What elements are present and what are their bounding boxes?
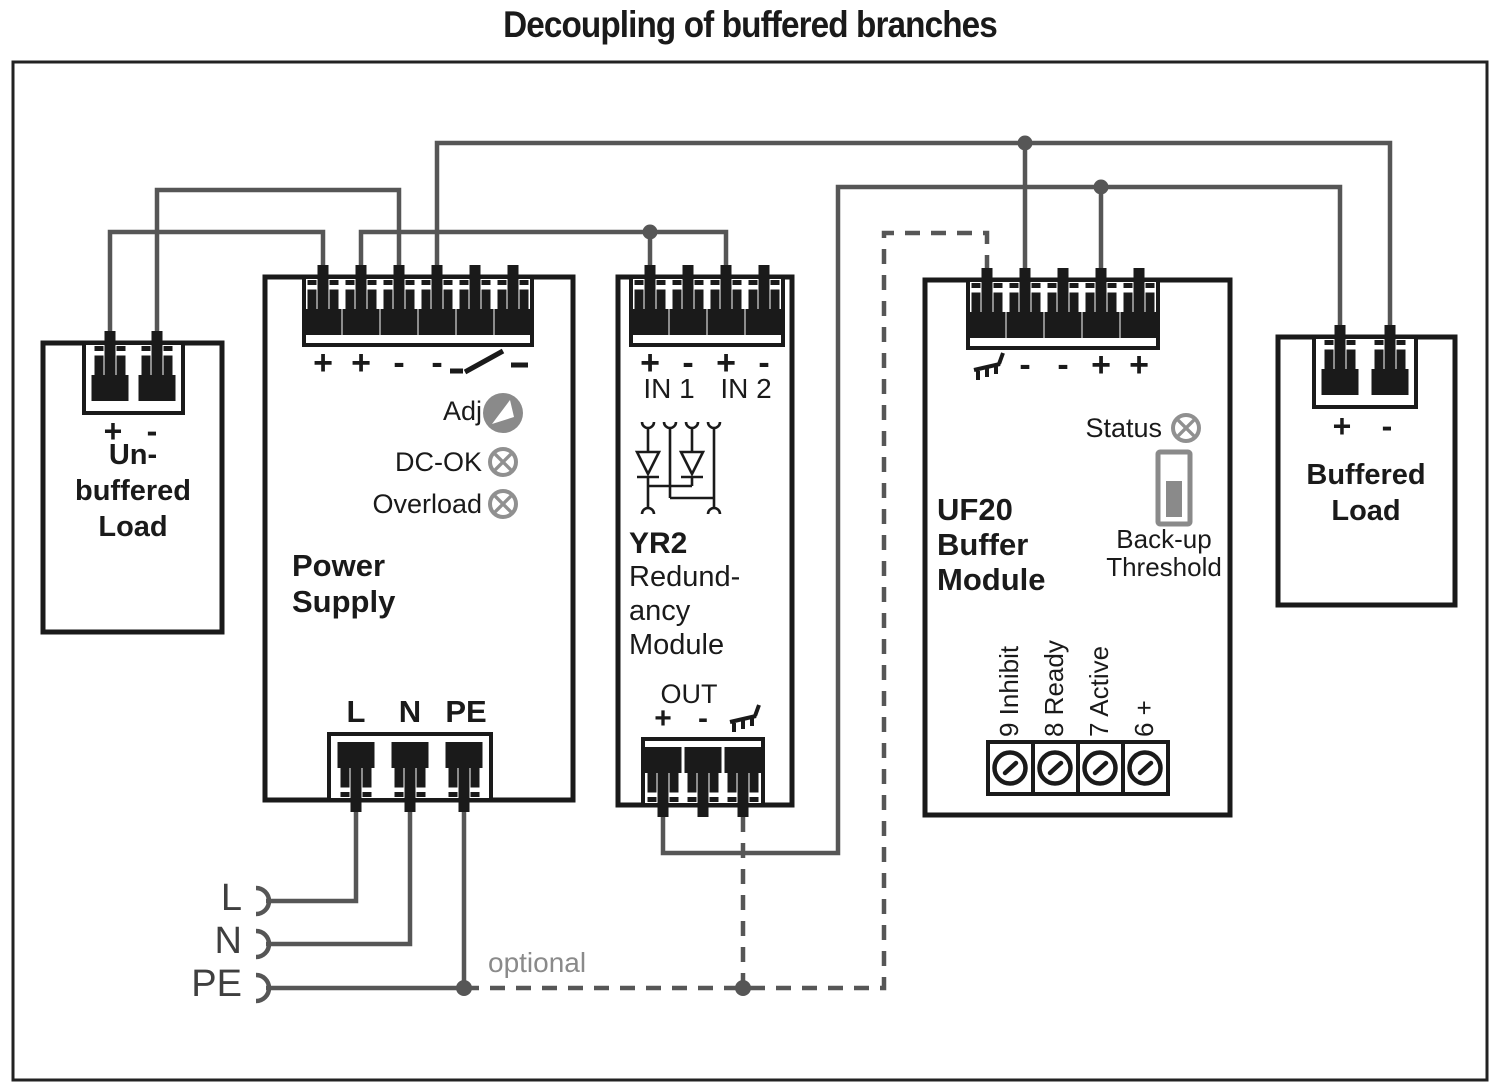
- yr2-out-label: OUT: [660, 679, 718, 709]
- uf20-module-box: [922, 268, 1233, 818]
- screw-terminal-icon[interactable]: [1040, 753, 1071, 784]
- yr2-terminal-label: -: [758, 344, 770, 382]
- uf20-terminal-label: -: [1019, 346, 1031, 384]
- buffered-minus-label: -: [1381, 408, 1393, 444]
- junction-dot: [1017, 135, 1033, 151]
- buffered-load-box: [1275, 325, 1458, 608]
- uf20-pin8-label: 8 Ready: [1039, 640, 1069, 737]
- ps-n-terminal-label: N: [398, 694, 422, 729]
- overload-led-icon: [488, 489, 518, 519]
- uf20-name: Buffer: [937, 527, 1029, 562]
- mains-l-label: L: [220, 877, 242, 919]
- unbuffered-plus-label: +: [103, 413, 123, 449]
- wire-mains-n: [266, 808, 413, 947]
- screw-terminal-icon[interactable]: [995, 753, 1026, 784]
- ps-name: Supply: [292, 584, 396, 619]
- ps-name: Power: [292, 548, 386, 583]
- buffered-load-name: Buffered: [1306, 459, 1426, 491]
- wire-mains-pe: [266, 808, 467, 991]
- wire-minus-rail: [434, 140, 1393, 332]
- unbuffered-load-box: [40, 331, 225, 635]
- wire-ps-to-yr2-inputs: [358, 229, 729, 272]
- uf20-terminal-label: +: [1129, 346, 1149, 384]
- mains-n-label: N: [214, 920, 242, 962]
- junction-dot: [456, 980, 472, 996]
- diode-network-icon: [634, 421, 722, 515]
- buffered-plus-label: +: [1332, 408, 1352, 444]
- adj-label: Adj: [442, 396, 482, 426]
- screw-terminal-icon[interactable]: [1130, 753, 1161, 784]
- ps-l-terminal-label: L: [346, 694, 366, 729]
- wire-unbuffered-plus: [107, 229, 326, 336]
- mains-n-connector-icon: [255, 928, 272, 960]
- wire-plus-rail: [660, 184, 1343, 856]
- unbuffered-load-name: Load: [98, 511, 168, 543]
- mains-pe-label: PE: [191, 963, 242, 1005]
- uf20-pin9-label: 9 Inhibit: [994, 645, 1024, 737]
- buffered-load-name: Load: [1331, 495, 1401, 527]
- yr2-module-box: [615, 265, 795, 817]
- backup-threshold-label: Threshold: [1106, 552, 1222, 582]
- uf20-model: UF20: [937, 492, 1013, 527]
- yr2-in1-label: IN 1: [643, 373, 695, 404]
- uf20-pin7-label: 7 Active: [1084, 645, 1114, 737]
- power-supply-box: [262, 265, 576, 812]
- yr2-model: YR2: [629, 527, 688, 560]
- overload-label: Overload: [372, 489, 482, 519]
- ps-terminal-label: -: [393, 344, 405, 382]
- page-title: Decoupling of buffered branches: [503, 4, 998, 45]
- uf20-terminal-label: +: [1091, 346, 1111, 384]
- unbuffered-load-name: Un-: [108, 439, 158, 471]
- backup-threshold-slider-handle[interactable]: [1166, 481, 1182, 517]
- ps-terminal-label: -: [431, 344, 443, 382]
- uf20-pin6-label: 6 +: [1129, 700, 1159, 737]
- wire-group: [107, 135, 1393, 1004]
- dc-ok-led-icon: [488, 447, 518, 477]
- junction-dot: [642, 224, 658, 240]
- unbuffered-minus-label: -: [146, 413, 158, 449]
- yr2-terminal-label: +: [716, 344, 736, 382]
- status-label: Status: [1085, 413, 1162, 443]
- diagram-border: [11, 60, 1489, 1082]
- adj-knob-pointer-icon: [492, 400, 514, 424]
- yr2-name: Module: [629, 629, 725, 661]
- yr2-out-plus-label: +: [654, 702, 672, 735]
- yr2-in2-label: IN 2: [720, 373, 772, 404]
- uf20-name: Module: [937, 562, 1046, 597]
- dc-ok-label: DC-OK: [395, 447, 482, 477]
- junction-dot: [1093, 179, 1109, 195]
- junction-dot: [735, 980, 751, 996]
- ps-terminal-label: +: [351, 344, 371, 382]
- optional-label: optional: [488, 947, 587, 978]
- yr2-name: ancy: [629, 595, 691, 627]
- mains-pe-connector-icon: [255, 972, 272, 1004]
- relay-contact-icon: [450, 348, 528, 375]
- mains-l-connector-icon: [255, 885, 272, 917]
- unbuffered-load-name: buffered: [75, 475, 191, 507]
- yr2-terminal-label: -: [682, 344, 694, 382]
- ps-terminal-label: +: [313, 344, 333, 382]
- screw-terminal-icon[interactable]: [1085, 753, 1116, 784]
- ps-pe-terminal-label: PE: [445, 694, 487, 729]
- yr2-terminal-label: +: [640, 344, 660, 382]
- backup-threshold-label: Back-up: [1116, 524, 1212, 554]
- yr2-out-minus-label: -: [698, 702, 708, 735]
- status-led-icon: [1171, 413, 1201, 443]
- wire-optional-pe-uf20: [464, 230, 990, 991]
- yr2-name: Redund-: [629, 561, 741, 593]
- wire-mains-l: [266, 808, 359, 904]
- uf20-terminal-label: -: [1057, 346, 1069, 384]
